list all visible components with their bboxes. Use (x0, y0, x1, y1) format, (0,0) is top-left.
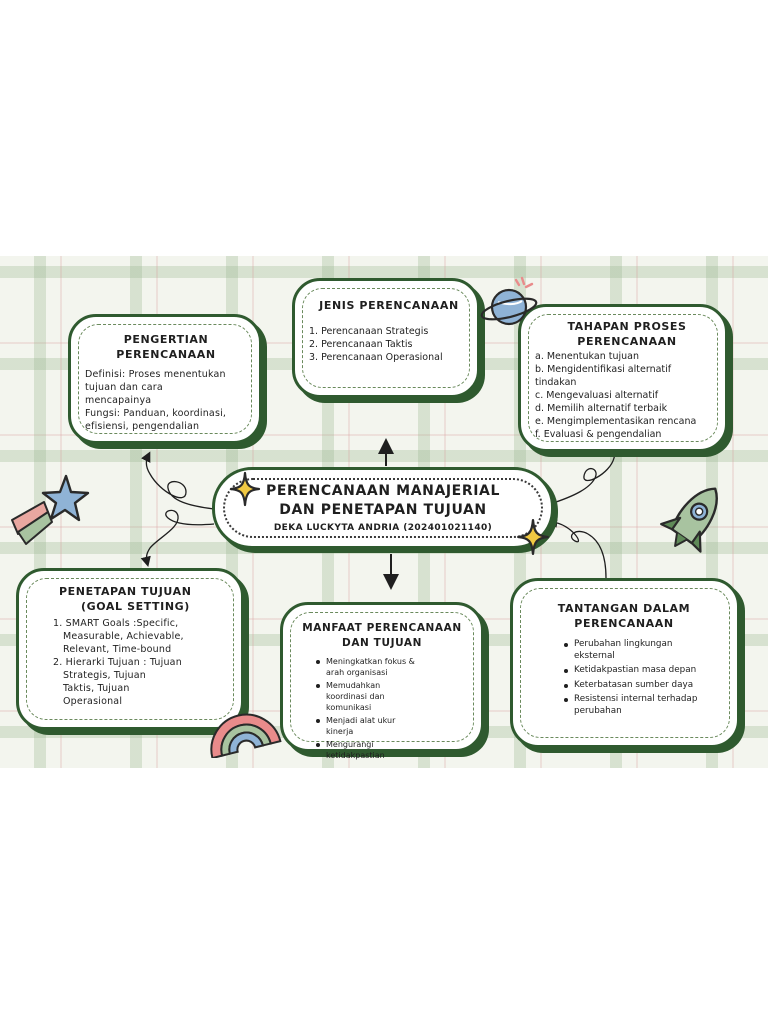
penetapan-line: Measurable, Achievable, (63, 631, 184, 642)
list-item: 2. Perencanaan Taktis (309, 339, 413, 350)
list-item: Keterbatasan sumber daya (563, 680, 703, 692)
card-jenis: JENIS PERENCANAAN 1. Perencanaan Strateg… (292, 278, 480, 398)
pengertian-line: efisiensi, pengendalian (85, 421, 200, 432)
list-item: d. Memilih alternatif terbaik (535, 403, 668, 414)
penetapan-line: Operasional (63, 696, 123, 707)
mind-map-poster: PENGERTIAN PERENCANAAN Definisi: Proses … (0, 256, 768, 768)
list-item: Mengurangi ketidakpastian (315, 739, 415, 761)
jenis-list: 1. Perencanaan Strategis 2. Perencanaan … (309, 325, 469, 364)
card-penetapan: PENETAPAN TUJUAN (GOAL SETTING) 1. SMART… (16, 568, 244, 730)
list-item: 1. Perencanaan Strategis (309, 326, 429, 337)
sparkle-icon (517, 518, 549, 556)
tahapan-list: a. Menentukan tujuan b. Mengidentifikasi… (535, 350, 719, 441)
list-item: c. Mengevaluasi alternatif (535, 390, 659, 401)
list-item: Ketidakpastian masa depan (563, 665, 703, 677)
tantangan-list: Perubahan lingkungan eksternal Ketidakpa… (563, 639, 703, 717)
tantangan-title-line2: PERENCANAAN (574, 617, 674, 630)
list-item: e. Mengimplementasikan rencana (535, 416, 697, 427)
center-title-card: PERENCANAAN MANAJERIAL DAN PENETAPAN TUJ… (212, 467, 554, 549)
sparkle-icon (229, 471, 261, 507)
list-item: a. Menentukan tujuan (535, 351, 639, 362)
pengertian-line: Fungsi: Panduan, koordinasi, (85, 408, 227, 419)
list-item: Memudahkan koordinasi dan komunikasi (315, 680, 415, 713)
list-item: Perubahan lingkungan eksternal (563, 639, 703, 662)
pengertian-line: tujuan dan cara (85, 382, 163, 393)
tahapan-title-line2: PERENCANAAN (577, 335, 677, 348)
pengertian-title-line1: PENGERTIAN (123, 333, 209, 346)
penetapan-line: 2. Hierarki Tujuan : Tujuan (53, 657, 182, 668)
manfaat-list: Meningkatkan fokus & arah organisasi Mem… (315, 656, 415, 761)
curve-to-penetapan (140, 509, 215, 568)
penetapan-line: Relevant, Time-bound (63, 644, 172, 655)
list-item: Resistensi internal terhadap perubahan (563, 694, 703, 717)
card-tantangan: TANTANGAN DALAM PERENCANAAN Perubahan li… (510, 578, 740, 748)
list-item: b. Mengidentifikasi alternatif (535, 364, 672, 375)
manfaat-title-line1: MANFAAT PERENCANAAN (302, 622, 462, 634)
penetapan-title-line1: PENETAPAN TUJUAN (59, 585, 192, 598)
penetapan-line: 1. SMART Goals :Specific, (53, 618, 179, 629)
pengertian-line: Definisi: Proses menentukan (85, 369, 226, 380)
list-item: 3. Perencanaan Operasional (309, 352, 443, 363)
author-label: DEKA LUCKYTA ANDRIA (202401021140) (273, 523, 493, 533)
curve-to-tahapan (549, 438, 622, 505)
penetapan-line: Strategis, Tujuan (63, 670, 146, 681)
list-item: f. Evaluasi & pengendalian (535, 429, 662, 440)
list-item: tindakan (535, 377, 577, 388)
rocket-icon (660, 487, 718, 553)
center-title-line1: PERENCANAAN MANAJERIAL (265, 483, 500, 499)
manfaat-title-line2: DAN TUJUAN (342, 637, 422, 649)
list-item: Meningkatkan fokus & arah organisasi (315, 656, 415, 678)
card-manfaat: MANFAAT PERENCANAAN DAN TUJUAN Meningkat… (280, 602, 484, 760)
jenis-title: JENIS PERENCANAAN (319, 299, 459, 312)
curve-to-tantangan (546, 517, 607, 579)
tantangan-title-line1: TANTANGAN DALAM (557, 602, 691, 615)
card-pengertian: PENGERTIAN PERENCANAAN Definisi: Proses … (68, 314, 262, 444)
center-title-line2: DAN PENETAPAN TUJUAN (279, 502, 487, 518)
penetapan-title-line2: (GOAL SETTING) (81, 600, 190, 613)
curve-to-pengertian (141, 451, 215, 510)
list-item: Menjadi alat ukur kinerja (315, 715, 415, 737)
tahapan-title-line1: TAHAPAN PROSES (567, 320, 687, 333)
connector-lines (140, 438, 622, 590)
penetapan-line: Taktis, Tujuan (63, 683, 130, 694)
card-tahapan: TAHAPAN PROSES PERENCANAAN a. Menentukan… (518, 304, 728, 452)
planet-icon (480, 276, 538, 326)
pengertian-title-line2: PERENCANAAN (116, 348, 216, 361)
star-icon (11, 474, 90, 545)
rainbow-icon (210, 713, 282, 758)
pengertian-line: mencapainya (85, 395, 152, 406)
